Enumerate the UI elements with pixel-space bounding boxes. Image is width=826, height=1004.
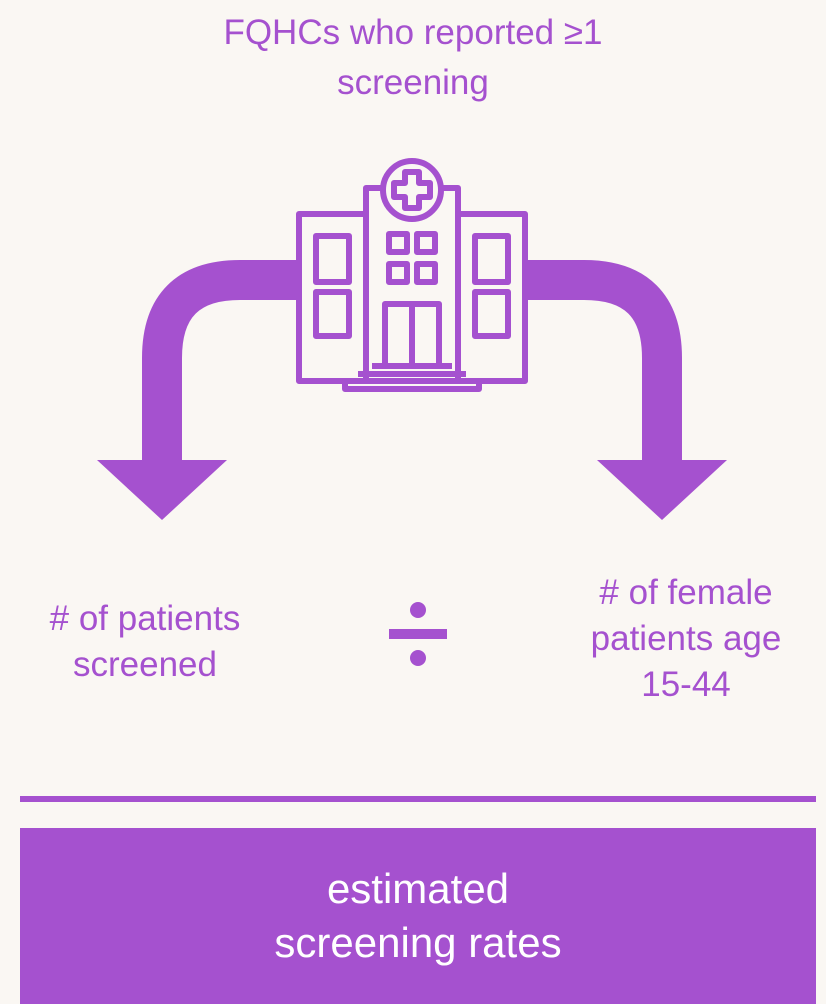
numerator-line-1: # of patients (49, 599, 241, 638)
numerator-label: # of patients screened (10, 596, 280, 688)
diagram-title: FQHCs who reported ≥1 screening (0, 8, 826, 108)
division-sign-icon (389, 602, 447, 666)
result-box: estimated screening rates (20, 828, 816, 1004)
diagram-title-line-1: FQHCs who reported ≥1 (223, 13, 603, 52)
denominator-line-2: patients age (590, 619, 782, 658)
result-line-1: estimated (326, 865, 510, 912)
diagram-title-line-2: screening (337, 63, 489, 102)
hospital-building-icon (296, 158, 528, 392)
denominator-line-1: # of female (599, 573, 773, 612)
curved-arrow-down-left-icon (97, 260, 300, 520)
numerator-line-2: screened (73, 645, 217, 684)
denominator-line-3: 15-44 (641, 665, 731, 704)
result-divider (20, 796, 816, 802)
result-line-2: screening rates (274, 919, 562, 966)
curved-arrow-down-right-icon (522, 260, 727, 520)
denominator-label: # of female patients age 15-44 (556, 570, 816, 708)
